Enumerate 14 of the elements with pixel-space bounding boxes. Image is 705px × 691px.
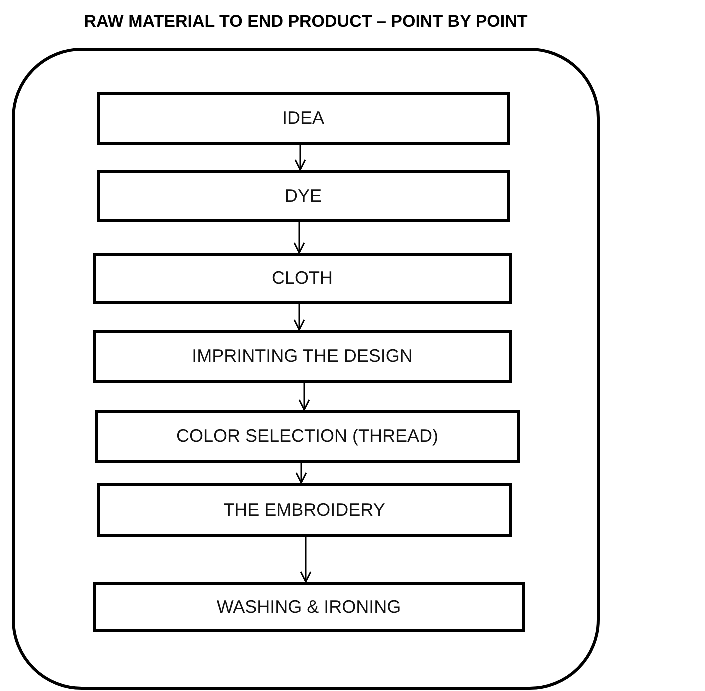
arrow (298, 383, 310, 411)
process-box: IMPRINTING THE DESIGN (93, 330, 512, 383)
arrow (294, 222, 306, 254)
arrow (294, 304, 306, 331)
process-box: DYE (97, 170, 510, 222)
group-heading: RAW MATERIAL TO END PRODUCT – POINT BY POINT (83, 12, 529, 32)
arrow (294, 145, 306, 171)
process-box: CLOTH (93, 253, 512, 304)
process-box: IDEA (97, 92, 510, 145)
process-box: THE EMBROIDERY (97, 483, 512, 537)
process-box: COLOR SELECTION (THREAD) (95, 410, 520, 463)
process-box: WASHING & IRONING (93, 582, 525, 632)
arrow (296, 463, 308, 484)
arrow (300, 537, 312, 583)
